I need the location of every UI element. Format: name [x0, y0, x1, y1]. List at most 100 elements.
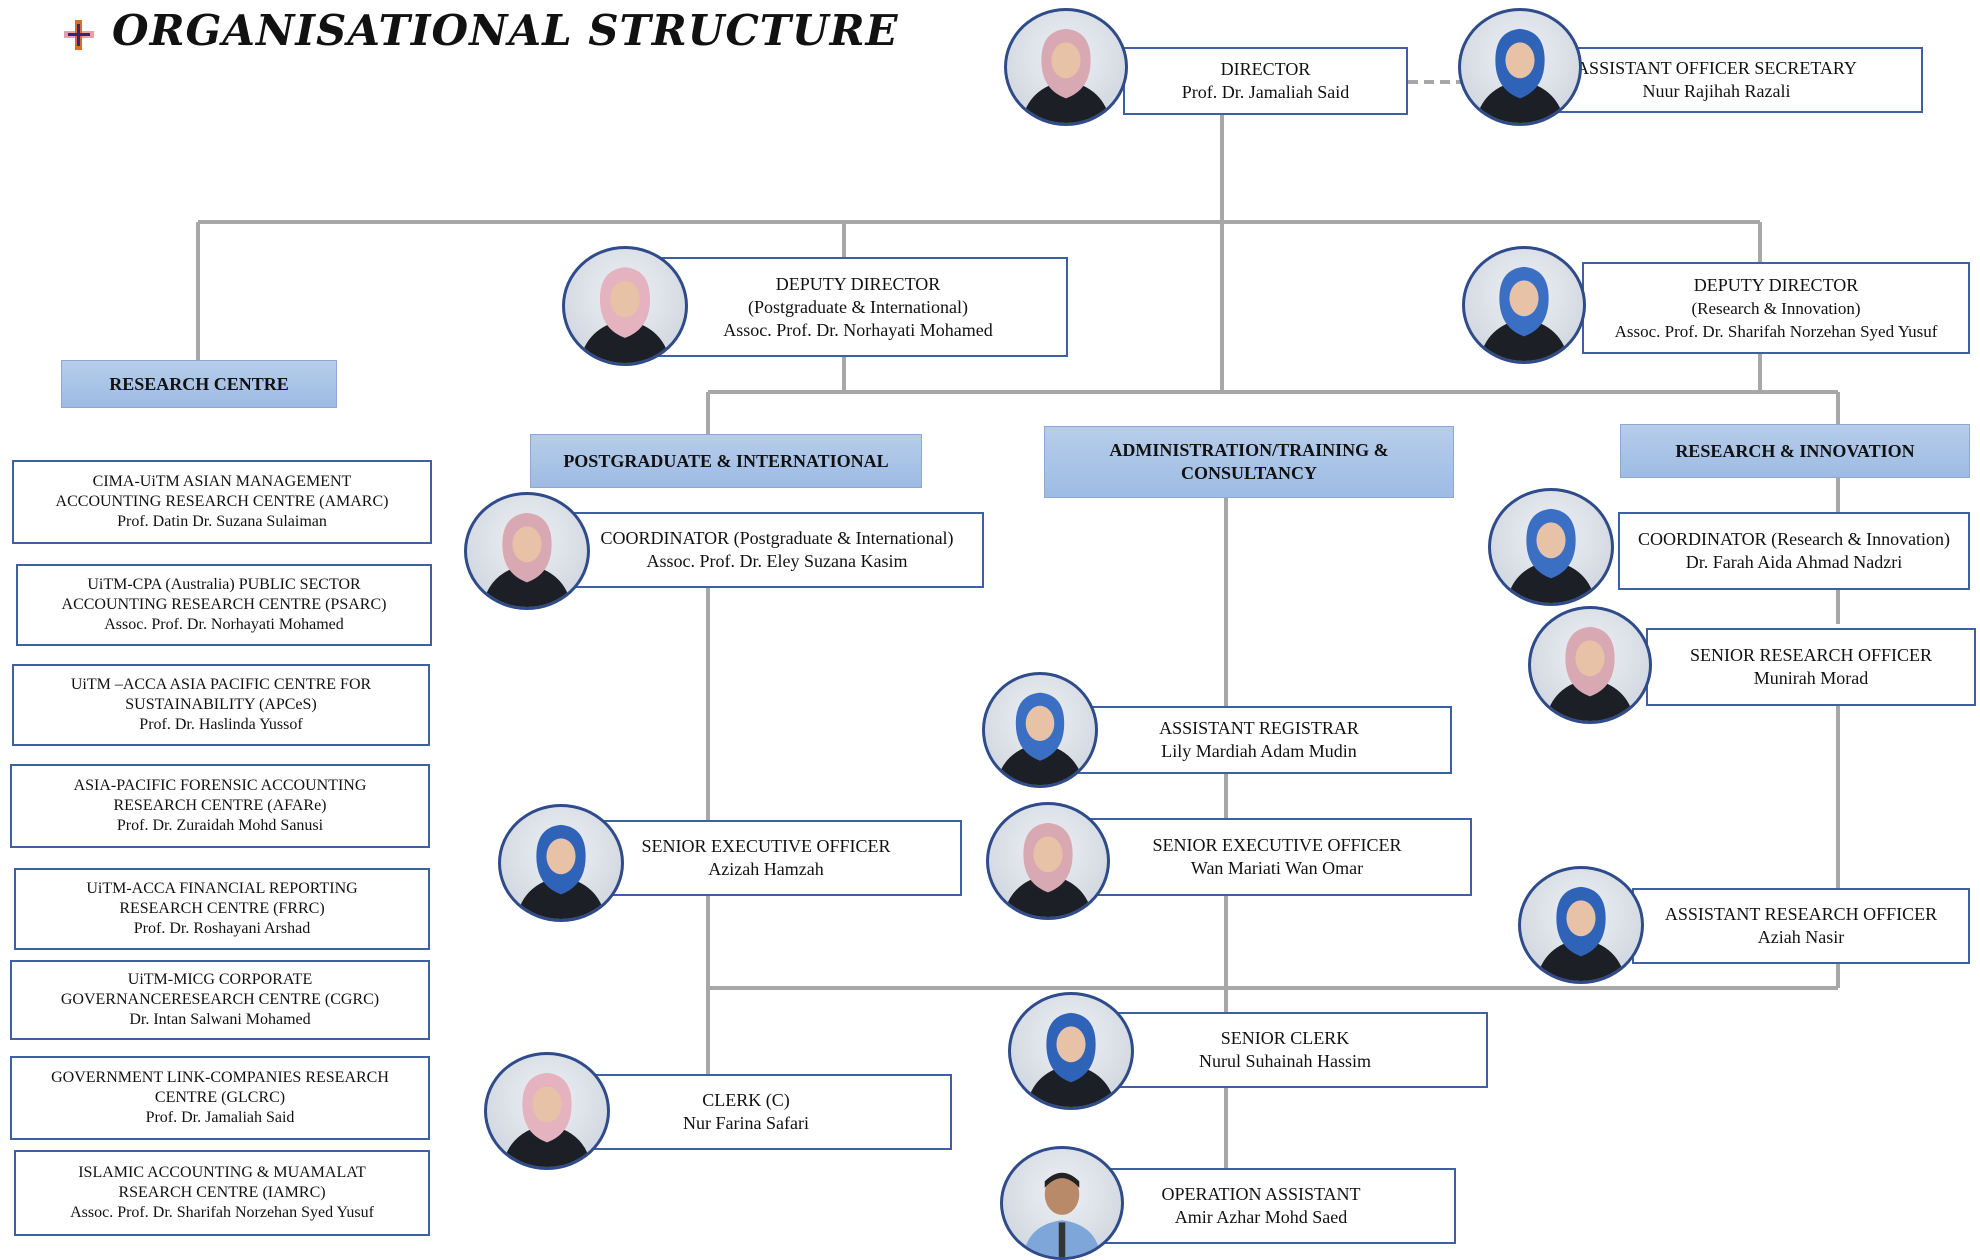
rc-apces-head: Prof. Dr. Haslinda Yussof [139, 716, 303, 733]
rc-frrc-line-2: RESEARCH CENTRE (FRRC) [119, 900, 325, 917]
portrait-silhouette-icon [482, 512, 572, 607]
director-name: Prof. Dr. Jamaliah Said [1181, 82, 1350, 102]
bullet-cross-icon [64, 20, 94, 50]
coordinator-pi-photo [464, 492, 590, 610]
senior-research-officer-box: SENIOR RESEARCH OFFICER Munirah Morad [1646, 628, 1976, 706]
research-centre-iamrc: ISLAMIC ACCOUNTING & MUAMALAT RSEARCH CE… [14, 1150, 430, 1236]
deputy-pi-role: DEPUTY DIRECTOR [775, 273, 941, 294]
senior-clerk-photo [1008, 992, 1134, 1110]
secretary-name: Nuur Rajihah Razali [1642, 81, 1791, 101]
director-role: DIRECTOR [1220, 59, 1311, 79]
rc-afare-line-2: RESEARCH CENTRE (AFARe) [113, 797, 327, 814]
rc-iamrc-line-2: RSEARCH CENTRE (IAMRC) [118, 1184, 326, 1201]
coord-pi-name: Assoc. Prof. Dr. Eley Suzana Kasim [646, 551, 908, 571]
research-centre-apces: UiTM –ACCA ASIA PACIFIC CENTRE FOR SUSTA… [12, 664, 430, 746]
coord-ri-role: COORDINATOR (Research & Innovation) [1637, 529, 1951, 549]
rc-frrc-line-1: UiTM-ACCA FINANCIAL REPORTING [86, 880, 358, 897]
rc-iamrc-head: Assoc. Prof. Dr. Sharifah Norzehan Syed … [70, 1204, 374, 1221]
seo-admin-box: SENIOR EXECUTIVE OFFICER Wan Mariati Wan… [1082, 818, 1472, 896]
deputy-ri-name: Assoc. Prof. Dr. Sharifah Norzehan Syed … [1614, 321, 1938, 341]
rc-afare-head: Prof. Dr. Zuraidah Mohd Sanusi [116, 817, 324, 834]
seo-pi-photo [498, 804, 624, 922]
rc-cgrc-head: Dr. Intan Salwani Mohamed [129, 1011, 311, 1028]
op-assistant-role: OPERATION ASSISTANT [1161, 1184, 1361, 1204]
section-research-centre: RESEARCH CENTRE [61, 360, 337, 408]
deputy-ri-unit: (Research & Innovation) [1691, 298, 1861, 318]
director-photo [1004, 8, 1128, 126]
asst-registrar-name: Lily Mardiah Adam Mudin [1161, 741, 1357, 761]
rc-glcrc-line-1: GOVERNMENT LINK-COMPANIES RESEARCH [51, 1069, 389, 1086]
clerk-photo [484, 1052, 610, 1170]
rc-apces-line-2: SUSTAINABILITY (APCeS) [125, 696, 317, 713]
section-research-centre-label: RESEARCH CENTRE [109, 373, 289, 394]
rc-amarc-head: Prof. Datin Dr. Suzana Sulaiman [117, 513, 327, 530]
operation-assistant-photo [1000, 1146, 1124, 1260]
deputy-pi-name: Assoc. Prof. Dr. Norhayati Mohamed [723, 319, 993, 340]
portrait-silhouette-icon [1475, 28, 1565, 123]
senior-clerk-name: Nurul Suhainah Hassim [1199, 1051, 1371, 1071]
research-centre-afare: ASIA-PACIFIC FORENSIC ACCOUNTING RESEARC… [10, 764, 430, 848]
rc-iamrc-line-1: ISLAMIC ACCOUNTING & MUAMALAT [78, 1164, 366, 1181]
deputy-ri-photo [1462, 246, 1586, 364]
assistant-research-officer-photo [1518, 866, 1644, 984]
rc-glcrc-head: Prof. Dr. Jamaliah Said [145, 1109, 295, 1126]
section-postgraduate-label: POSTGRADUATE & INTERNATIONAL [563, 450, 889, 471]
portrait-silhouette-icon [996, 692, 1084, 785]
coordinator-ri-photo [1488, 488, 1614, 606]
coord-ri-name: Dr. Farah Aida Ahmad Nadzri [1685, 552, 1903, 572]
seo-pi-name: Azizah Hamzah [708, 859, 824, 879]
director-box: DIRECTOR Prof. Dr. Jamaliah Said [1123, 47, 1408, 115]
assistant-registrar-box: ASSISTANT REGISTRAR Lily Mardiah Adam Mu… [1066, 706, 1452, 774]
sro-name: Munirah Morad [1753, 668, 1869, 688]
secretary-role: ASSISTANT OFFICER SECRETARY [1576, 58, 1857, 78]
seo-admin-name: Wan Mariati Wan Omar [1190, 858, 1364, 878]
seo-pi-box: SENIOR EXECUTIVE OFFICER Azizah Hamzah [570, 820, 962, 896]
portrait-silhouette-icon [1536, 886, 1626, 981]
section-research-innovation-label: RESEARCH & INNOVATION [1675, 440, 1915, 461]
deputy-director-pi-box: DEPUTY DIRECTOR (Postgraduate & Internat… [648, 257, 1068, 357]
deputy-ri-role: DEPUTY DIRECTOR [1693, 274, 1859, 295]
portrait-silhouette-icon [1506, 508, 1596, 603]
clerk-box: CLERK (C) Nur Farina Safari [540, 1074, 952, 1150]
section-administration-label-2: CONSULTANCY [1180, 463, 1318, 483]
portrait-silhouette-icon [502, 1072, 592, 1167]
portrait-silhouette-icon [579, 267, 671, 363]
portrait-silhouette-icon [1479, 266, 1569, 361]
senior-clerk-box: SENIOR CLERK Nurul Suhainah Hassim [1082, 1012, 1488, 1088]
seo-admin-role: SENIOR EXECUTIVE OFFICER [1152, 835, 1402, 855]
research-centre-frrc: UiTM-ACCA FINANCIAL REPORTING RESEARCH C… [14, 868, 430, 950]
portrait-silhouette-icon [1003, 822, 1093, 917]
secretary-photo [1458, 8, 1582, 126]
portrait-silhouette-icon [1023, 1172, 1101, 1257]
op-assistant-name: Amir Azhar Mohd Saed [1174, 1207, 1348, 1227]
rc-amarc-line-1: CIMA-UiTM ASIAN MANAGEMENT [92, 473, 352, 490]
research-centre-glcrc: GOVERNMENT LINK-COMPANIES RESEARCH CENTR… [10, 1056, 430, 1140]
section-postgraduate-international: POSTGRADUATE & INTERNATIONAL [530, 434, 922, 488]
coord-pi-role: COORDINATOR (Postgraduate & Internationa… [600, 528, 954, 548]
portrait-silhouette-icon [1026, 1012, 1116, 1107]
section-administration-label-1: ADMINISTRATION/TRAINING & [1109, 440, 1389, 460]
section-research-innovation: RESEARCH & INNOVATION [1620, 424, 1970, 478]
rc-apces-line-1: UiTM –ACCA ASIA PACIFIC CENTRE FOR [70, 676, 372, 693]
senior-clerk-role: SENIOR CLERK [1220, 1028, 1350, 1048]
portrait-silhouette-icon [1545, 626, 1635, 721]
deputy-pi-photo [562, 246, 688, 366]
deputy-director-ri-box: DEPUTY DIRECTOR (Research & Innovation) … [1582, 262, 1970, 354]
coordinator-ri-box: COORDINATOR (Research & Innovation) Dr. … [1618, 512, 1970, 590]
assistant-registrar-photo [982, 672, 1098, 788]
clerk-role: CLERK (C) [702, 1090, 790, 1110]
rc-psarc-line-2: ACCOUNTING RESEARCH CENTRE (PSARC) [61, 596, 387, 613]
portrait-silhouette-icon [516, 824, 606, 919]
portrait-silhouette-icon [1021, 28, 1111, 123]
research-centre-psarc: UiTM-CPA (Australia) PUBLIC SECTOR ACCOU… [16, 564, 432, 646]
assistant-research-officer-box: ASSISTANT RESEARCH OFFICER Aziah Nasir [1632, 888, 1970, 964]
section-administration: ADMINISTRATION/TRAINING & CONSULTANCY [1044, 426, 1454, 498]
rc-afare-line-1: ASIA-PACIFIC FORENSIC ACCOUNTING [73, 777, 367, 794]
asst-registrar-role: ASSISTANT REGISTRAR [1159, 718, 1359, 738]
aro-name: Aziah Nasir [1757, 927, 1845, 947]
rc-glcrc-line-2: CENTRE (GLCRC) [154, 1089, 286, 1106]
rc-amarc-line-2: ACCOUNTING RESEARCH CENTRE (AMARC) [55, 493, 389, 510]
deputy-pi-unit: (Postgraduate & International) [748, 296, 968, 317]
rc-cgrc-line-1: UiTM-MICG CORPORATE [127, 971, 313, 988]
